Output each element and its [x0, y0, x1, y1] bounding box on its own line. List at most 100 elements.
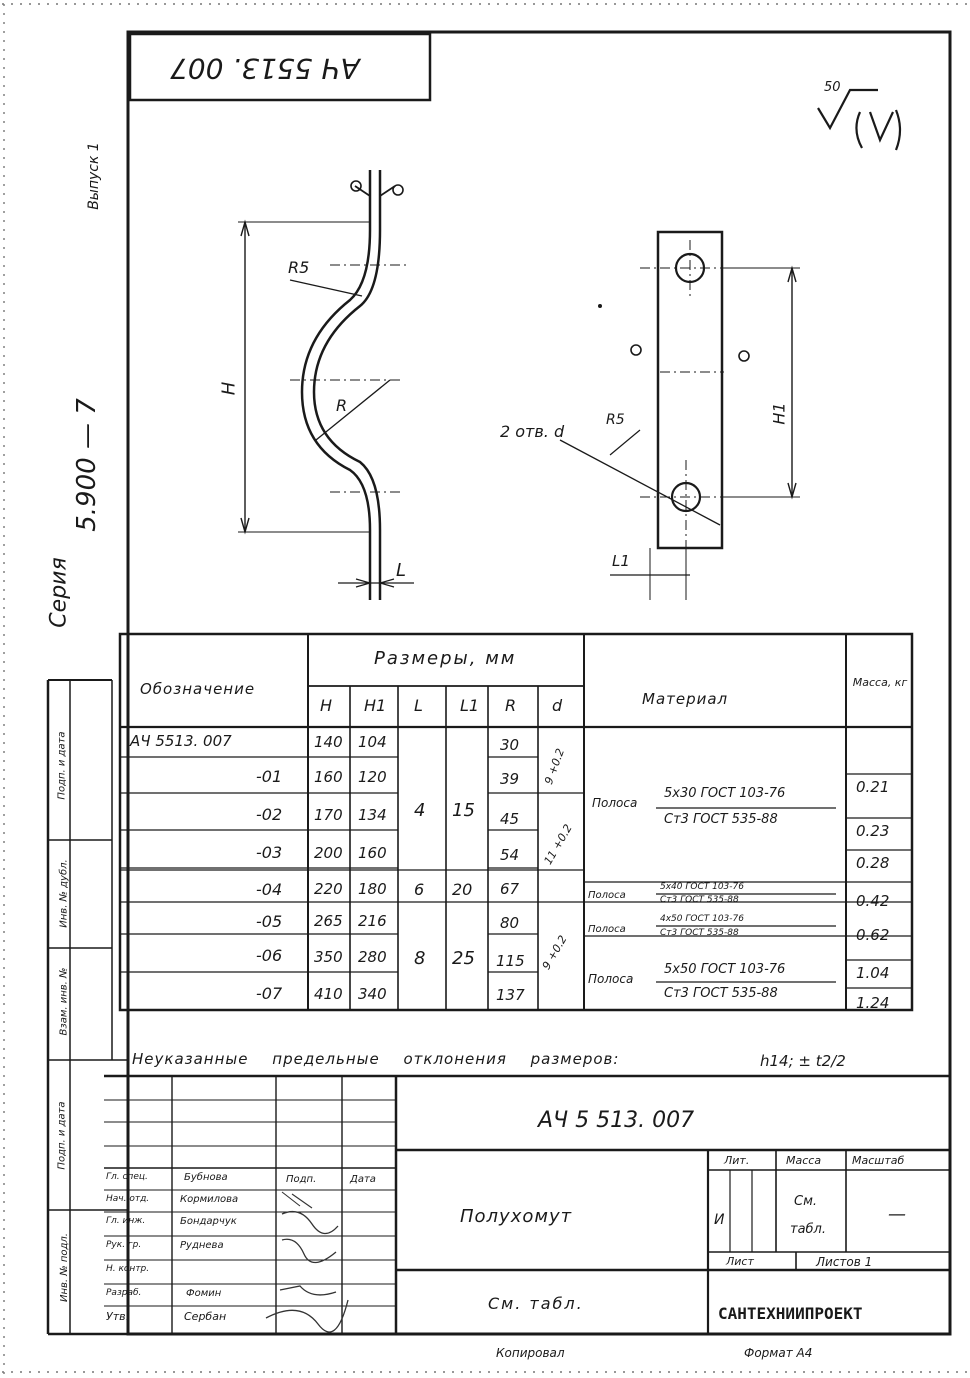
footer-copied: Копировал [496, 1346, 565, 1360]
tolerance-formula: h14; ± t2/2 [760, 1052, 846, 1070]
row-6-h: 350 [314, 948, 343, 966]
stamp-inv-podl: Инв. № подл. [59, 1233, 70, 1302]
row-3-r: 54 [500, 846, 520, 864]
role-3: Гл. инж. [106, 1216, 146, 1226]
label-r5-left: R5 [288, 258, 310, 277]
th-d: d [552, 696, 563, 715]
footer-format: Формат А4 [744, 1346, 813, 1360]
material-2-bottom: Ст3 ГОСТ 535-88 [660, 895, 739, 905]
th-designation: Обозначение [140, 680, 256, 698]
row-6-r: 115 [496, 952, 525, 970]
material-2-name: Полоса [588, 890, 626, 901]
row-1-h: 160 [314, 768, 343, 786]
row-4-h: 220 [314, 880, 343, 898]
row-4-h1: 180 [358, 880, 387, 898]
material-4-bottom: Ст3 ГОСТ 535-88 [664, 986, 778, 1001]
material-1-top: 5x30 ГОСТ 103-76 [664, 786, 786, 801]
row-3-h1: 160 [358, 844, 387, 862]
label-r5-right: R5 [606, 412, 625, 428]
role-5: Н. контр. [106, 1264, 150, 1274]
title-org: САНТЕХНИИПРОЕКТ [718, 1304, 863, 1323]
row-7-r: 137 [496, 986, 525, 1004]
th-sizes: Размеры, мм [374, 648, 517, 669]
sign-header-date: Дата [350, 1174, 376, 1185]
name-2: Кормилова [180, 1194, 239, 1205]
th-mass: Масса, кг [852, 676, 908, 689]
label-h1: H1 [769, 402, 789, 425]
row-1-r: 39 [500, 770, 520, 788]
mass-7: 1.24 [856, 994, 890, 1012]
mass-5: 0.62 [856, 926, 890, 944]
l-group-2: 6 [414, 880, 425, 899]
title-sheet: Лист [726, 1255, 754, 1268]
row-3-designation: -03 [256, 843, 283, 862]
mass-4: 0.42 [856, 892, 890, 910]
th-h: H [320, 696, 333, 715]
material-3-bottom: Ст3 ГОСТ 535-88 [660, 928, 739, 938]
material-2-top: 5x40 ГОСТ 103-76 [660, 882, 744, 892]
label-l1: L1 [612, 552, 630, 570]
th-l: L [414, 696, 423, 715]
roughness-value: 50 [824, 80, 841, 95]
row-2-h1: 134 [358, 806, 387, 824]
title-lit-header: Лит. [724, 1154, 750, 1167]
label-h: H [218, 381, 240, 396]
l1-group-1: 15 [452, 800, 475, 821]
mass-6: 1.04 [856, 964, 890, 982]
label-holes: 2 отв. d [500, 422, 565, 441]
role-7: Утв. [106, 1310, 130, 1323]
series-label: Серия [46, 557, 72, 628]
tolerance-note: Неуказанные предельные отклонения размер… [132, 1050, 620, 1068]
title-mass-value-2: табл. [790, 1222, 826, 1237]
row-5-h: 265 [314, 912, 343, 930]
role-4: Рук. гр. [106, 1240, 142, 1250]
row-0-h: 140 [314, 733, 343, 751]
title-mass-header: Масса [786, 1154, 822, 1167]
series-value: 5.900 — 7 [71, 398, 102, 532]
row-2-designation: -02 [256, 805, 283, 824]
stamp-inv-dubl: Инв. № дубл. [58, 859, 70, 928]
row-0-designation: АЧ 5513. 007 [130, 732, 232, 750]
l-group-3: 8 [414, 948, 426, 969]
mass-3: 0.28 [856, 854, 890, 872]
material-3-top: 4x50 ГОСТ 103-76 [660, 914, 744, 924]
l1-group-3: 25 [452, 948, 475, 969]
row-3-h: 200 [314, 844, 343, 862]
stamp-vzam-inv: Взам. инв. № [58, 967, 70, 1036]
row-2-r: 45 [500, 810, 520, 828]
material-1-name: Полоса [592, 796, 638, 810]
row-4-designation: -04 [256, 880, 283, 899]
title-scale-value: — [888, 1204, 906, 1225]
row-5-designation: -05 [256, 912, 283, 931]
row-7-designation: -07 [256, 984, 283, 1003]
name-4: Руднева [180, 1240, 224, 1251]
th-h1: H1 [364, 696, 387, 715]
stamp-sign-date-2: Подп. и дата [56, 1101, 68, 1170]
title-sheets: Листов 1 [816, 1255, 873, 1269]
l-group-1: 4 [414, 800, 426, 821]
row-7-h1: 340 [358, 985, 387, 1003]
name-3: Бондарчук [180, 1216, 237, 1227]
material-4-name: Полоса [588, 972, 634, 986]
row-1-h1: 120 [358, 768, 387, 786]
mass-2: 0.23 [856, 822, 890, 840]
row-0-r: 30 [500, 736, 520, 754]
name-1: Бубнова [184, 1172, 228, 1183]
row-6-h1: 280 [358, 948, 387, 966]
label-r: R [336, 396, 348, 415]
label-l: L [396, 560, 407, 581]
material-3-name: Полоса [588, 924, 626, 935]
th-material: Материал [642, 690, 729, 708]
row-7-h: 410 [314, 985, 343, 1003]
title-material-ref: См. табл. [488, 1294, 584, 1313]
row-4-r: 67 [500, 880, 520, 898]
row-0-h1: 104 [358, 733, 387, 751]
name-6: Фомин [186, 1288, 222, 1299]
stamp-sign-date-1: Подп. и дата [56, 731, 68, 800]
th-l1: L1 [460, 696, 480, 715]
title-scale-header: Масштаб [852, 1154, 905, 1167]
material-1-bottom: Ст3 ГОСТ 535-88 [664, 812, 778, 827]
l1-group-2: 20 [452, 880, 473, 899]
